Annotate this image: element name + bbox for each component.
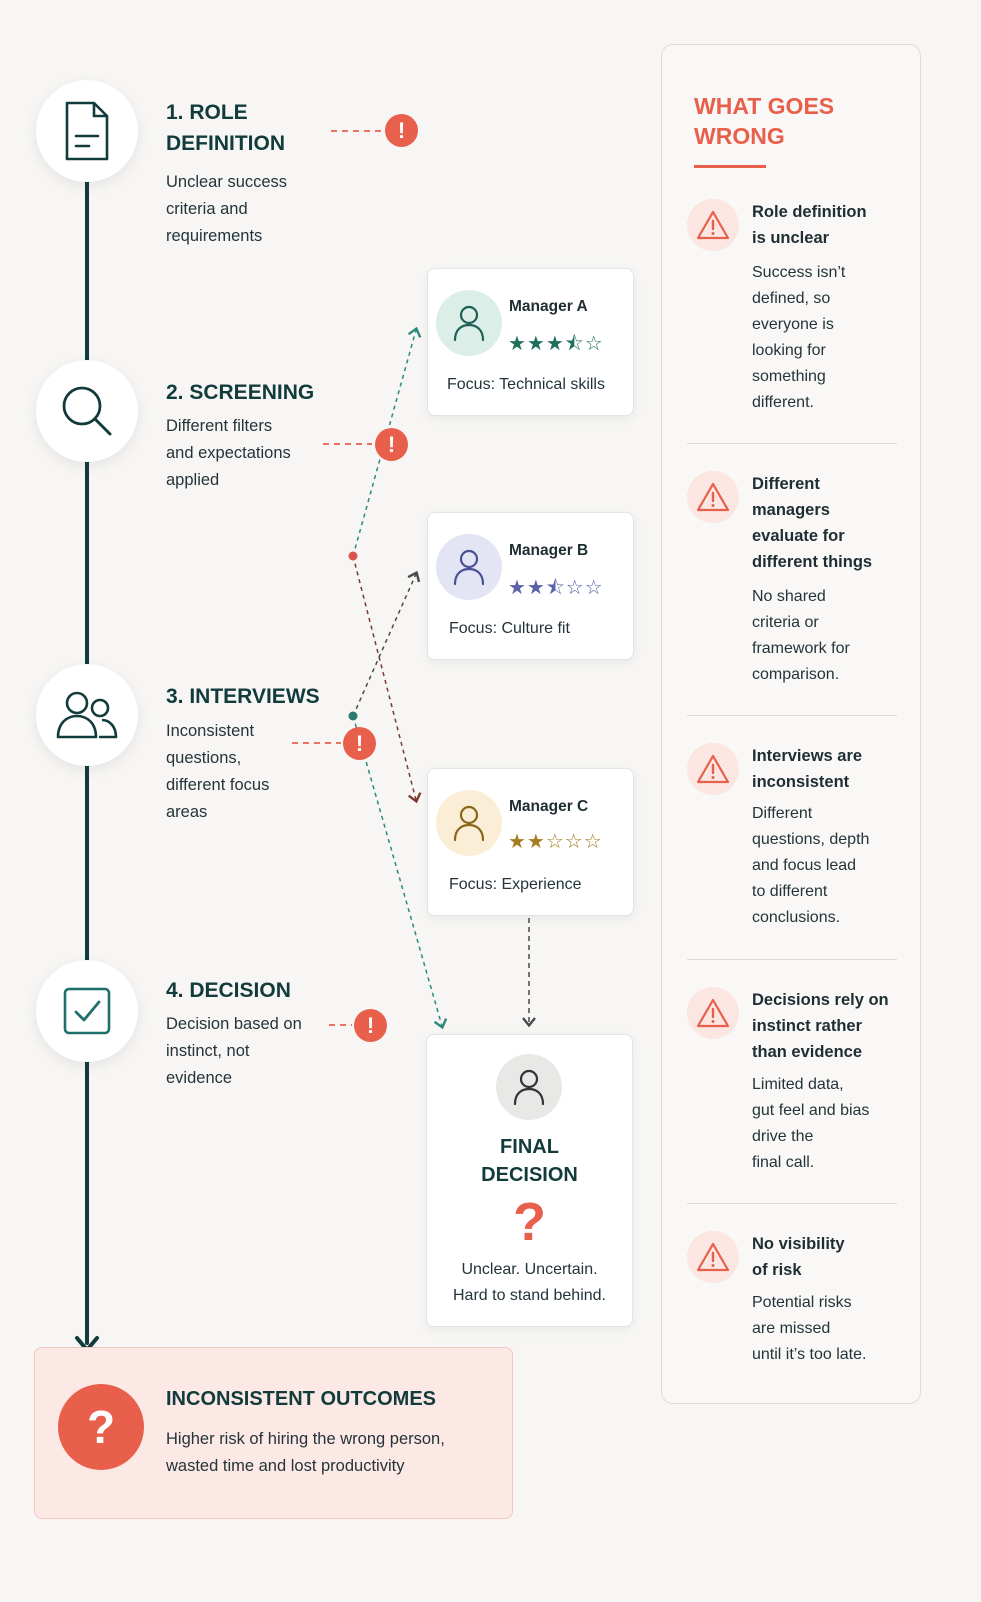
- divider: [687, 443, 897, 444]
- link-to-manager-c: [352, 555, 422, 804]
- warning-triangle-icon: [687, 199, 739, 251]
- step-3-desc: Inconsistent questions, different focus …: [166, 722, 270, 821]
- final-decision-title: FINAL DECISION: [481, 1136, 578, 1186]
- panel-underline: [694, 165, 766, 168]
- question-mark-icon: ?: [513, 1192, 546, 1252]
- manager-rating: ★★⯪☆☆: [508, 577, 604, 599]
- step-1-title: 1. ROLE DEFINITION: [166, 101, 285, 155]
- manager-focus: Focus: Experience: [449, 876, 582, 893]
- avatar: [436, 290, 502, 356]
- manager-name: Manager A: [509, 298, 588, 315]
- manager-name: Manager C: [509, 798, 589, 815]
- warning-step-2: !: [375, 428, 408, 461]
- step-4-circle: [36, 960, 138, 1062]
- divider: [687, 1203, 897, 1204]
- final-decision-desc: Unclear. Uncertain. Hard to stand behind…: [453, 1261, 606, 1304]
- warning-triangle-icon: [687, 471, 739, 523]
- avatar: [436, 534, 502, 600]
- manager-a-card: Manager A ★★★⯪☆ Focus: Technical skills: [427, 268, 634, 416]
- step-2-desc: Different filters and expectations appli…: [166, 417, 291, 489]
- warning-triangle-icon: [687, 987, 739, 1039]
- warning-triangle-icon: [687, 743, 739, 795]
- user-icon: [453, 549, 485, 586]
- document-icon: [65, 101, 109, 161]
- step-1-desc: Unclear success criteria and requirement…: [166, 173, 288, 245]
- user-icon: [453, 305, 485, 342]
- manager-focus: Focus: Culture fit: [449, 620, 570, 637]
- warning-triangle-icon: [687, 1231, 739, 1283]
- manager-rating: ★★☆☆☆: [508, 831, 603, 853]
- manager-rating: ★★★⯪☆: [508, 333, 604, 355]
- question-circle-icon: ?: [58, 1384, 144, 1470]
- manager-name: Manager B: [509, 542, 589, 559]
- node-screening: [348, 551, 358, 561]
- divider: [687, 959, 897, 960]
- warning-step-1: !: [385, 114, 418, 147]
- outcome-desc: Higher risk of hiring the wrong person, …: [166, 1430, 445, 1475]
- manager-b-card: Manager B ★★⯪☆☆ Focus: Culture fit: [427, 512, 634, 660]
- step-2-circle: [36, 360, 138, 462]
- step-2-title: 2. SCREENING: [166, 381, 315, 404]
- final-decision-card: FINAL DECISION ? Unclear. Uncertain. Har…: [426, 1034, 633, 1327]
- step-1-circle: [36, 80, 138, 182]
- step-3-title: 3. INTERVIEWS: [166, 685, 320, 708]
- user-icon: [453, 805, 485, 842]
- avatar: [496, 1054, 562, 1120]
- outcome-title: INCONSISTENT OUTCOMES: [166, 1388, 437, 1410]
- manager-c-card: Manager C ★★☆☆☆ Focus: Experience: [427, 768, 634, 916]
- link-to-manager-b: [352, 570, 421, 717]
- avatar: [436, 790, 502, 856]
- outcome-box: ? INCONSISTENT OUTCOMES Higher risk of h…: [34, 1347, 513, 1519]
- panel-title: WHAT GOES WRONG: [694, 93, 835, 149]
- user-icon: [513, 1069, 545, 1106]
- step-4-title: 4. DECISION: [166, 979, 291, 1002]
- step-3-circle: [36, 664, 138, 766]
- warning-step-4: !: [354, 1009, 387, 1042]
- warning-step-3: !: [343, 727, 376, 760]
- node-interviews: [348, 711, 358, 721]
- users-icon: [56, 691, 118, 739]
- divider: [687, 715, 897, 716]
- checkbox-icon: [63, 987, 111, 1035]
- step-4-desc: Decision based on instinct, not evidence: [166, 1015, 302, 1087]
- search-icon: [62, 386, 112, 436]
- manager-focus: Focus: Technical skills: [447, 376, 605, 393]
